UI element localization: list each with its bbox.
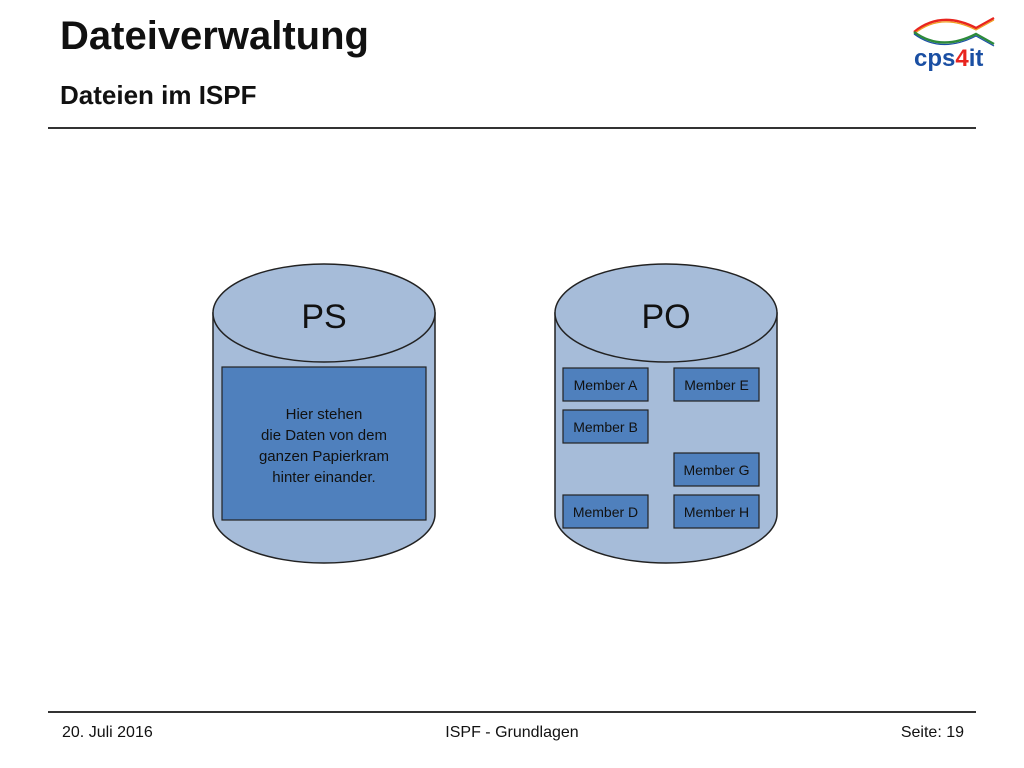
svg-text:cps4it: cps4it (914, 45, 983, 72)
member-g-label: Member G (683, 462, 749, 478)
ps-dataset-cylinder: PS Hier stehen die Daten von dem ganzen … (212, 263, 436, 564)
ps-label: PS (301, 298, 346, 336)
member-a-box (562, 367, 649, 402)
member-e-label: Member E (684, 377, 749, 393)
member-a-label: Member A (574, 377, 638, 393)
logo-text-end: it (969, 45, 984, 72)
footer-course-title: ISPF - Grundlagen (445, 724, 579, 741)
po-dataset-cylinder: PO Member A Member E Member B Member G M… (554, 263, 778, 564)
ps-data-box (221, 366, 427, 521)
ps-data-line-4: hinter einander. (272, 469, 375, 486)
slide-subtitle: Dateien im ISPF (60, 80, 257, 110)
logo-text-main: cps (914, 45, 955, 72)
member-b-box (562, 409, 649, 444)
member-d-label: Member D (573, 504, 638, 520)
member-g-box (673, 452, 760, 487)
header-divider (48, 127, 976, 129)
ps-data-line-1: Hier stehen (286, 406, 363, 423)
member-h-box (673, 494, 760, 529)
logo-text-accent: 4 (955, 45, 969, 72)
ps-data-line-2: die Daten von dem (261, 427, 387, 444)
footer-date: 20. Juli 2016 (62, 724, 153, 741)
member-e-box (673, 367, 760, 402)
slide-title: Dateiverwaltung (60, 14, 369, 58)
cps4it-logo: cps4it (913, 16, 995, 72)
member-h-label: Member H (684, 504, 749, 520)
ps-data-line-3: ganzen Papierkram (259, 448, 389, 465)
po-label: PO (641, 298, 690, 336)
footer-page-number: Seite: 19 (900, 724, 964, 741)
footer-divider (48, 711, 976, 713)
member-b-label: Member B (573, 419, 638, 435)
member-d-box (562, 494, 649, 529)
